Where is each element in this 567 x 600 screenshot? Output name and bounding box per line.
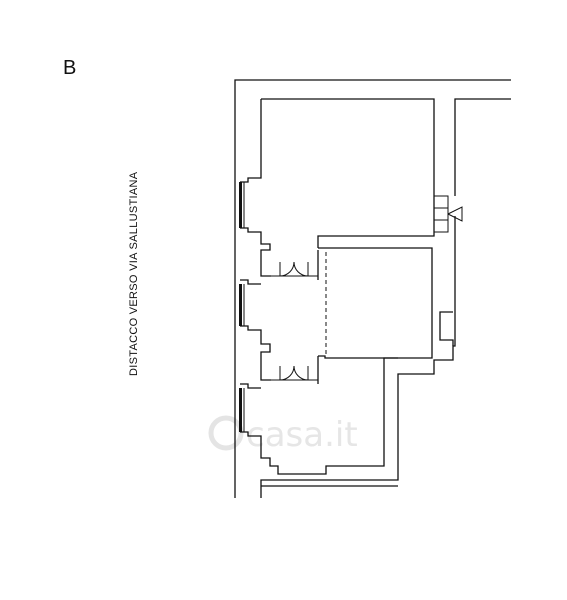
side-note: DISTACCO VERSO VIA SALLUSTIANA [128, 171, 140, 376]
door-lower [271, 365, 318, 381]
wall-fixture-icon [433, 195, 463, 233]
inner-left-wall [240, 98, 454, 475]
watermark: casa.it [208, 415, 358, 455]
section-letter: B [63, 57, 76, 79]
watermark-logo-icon [208, 415, 244, 451]
windows [239, 182, 245, 432]
window-3 [239, 388, 245, 432]
window-2 [239, 284, 245, 326]
watermark-text: casa.it [246, 415, 358, 455]
outer-walls [234, 79, 511, 498]
door-upper [271, 261, 318, 277]
window-1 [239, 182, 245, 228]
